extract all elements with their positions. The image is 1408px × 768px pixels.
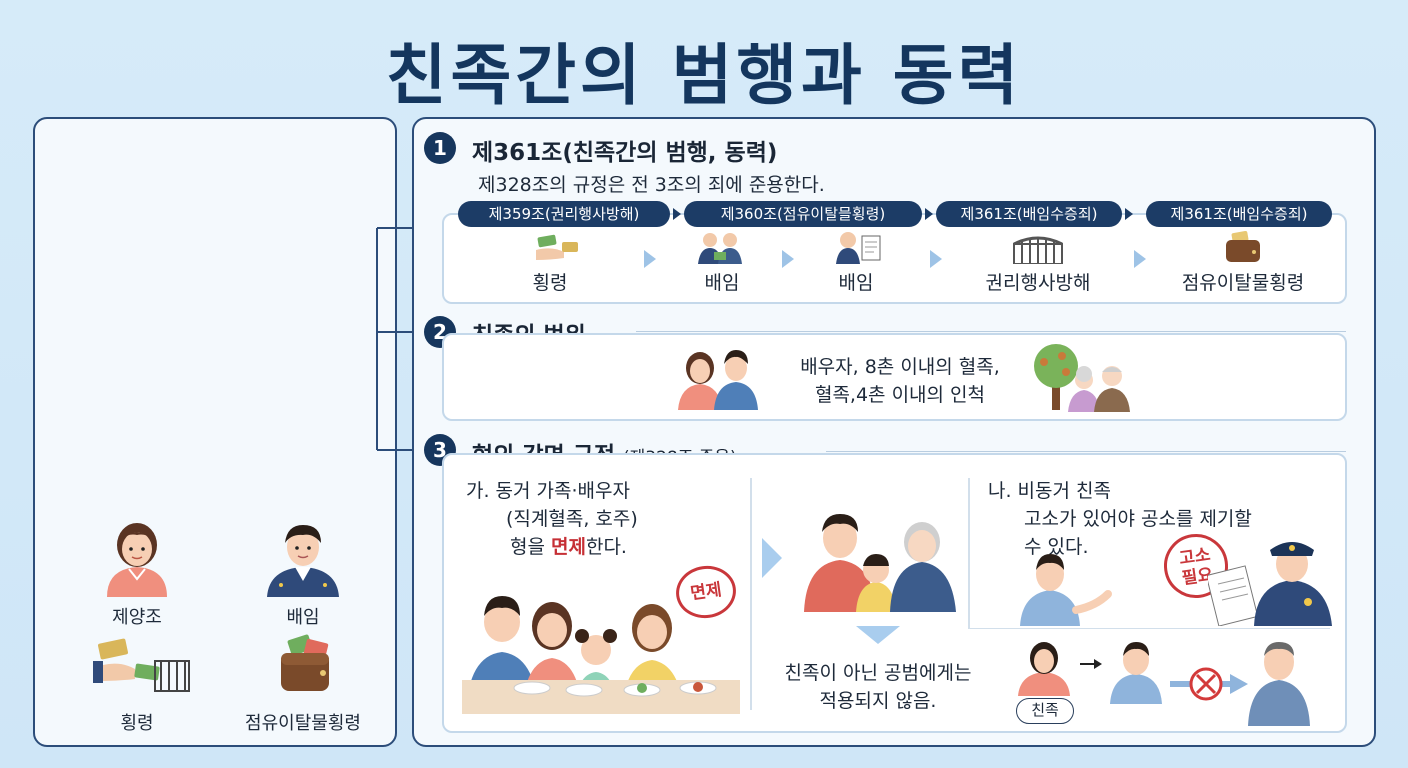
column-divider [750,478,752,710]
section-number-badge: 1 [424,132,456,164]
section1-subtitle: 제328조의 규정은 전 3조의 죄에 준용한다. [478,174,825,196]
man-uniform-icon [267,525,339,597]
arrow-right-icon [1080,659,1102,669]
man-gesturing-icon [1020,554,1112,626]
step-label: 횡령 [532,272,568,294]
wallet-icon [281,634,329,691]
clause-a-line2: (직계혈족, 호주) [506,508,638,530]
kin-scope-line1: 배우자, 8촌 이내의 혈족, [800,356,1000,378]
family-group-icon [804,514,956,612]
step-label: 권리행사방해 [985,272,1091,294]
clause-a-line1: 가. 동거 가족·배우자 [466,480,630,502]
step-arrow-icon [930,250,942,268]
man-document-icon [836,232,881,264]
clause-b-line3: 수 있다. [1024,536,1089,558]
couple-icon [678,350,758,410]
businessmen-icon [698,233,742,264]
flow-arrow-icon [762,538,782,578]
page-title: 친족간의 범행과 동력 [385,37,1023,114]
step-label: 배임 [838,272,874,294]
left-item-label: 점유이탈물횡령 [245,713,361,734]
step-label: 배임 [704,272,740,294]
article-pill: 제361조(배임수증죄) [1146,201,1332,227]
clause-b-line2: 고소가 있어야 공소를 제기할 [1024,508,1252,530]
police-officer-icon [1208,542,1332,626]
family-tree-icon [1034,344,1130,412]
section-divider [826,451,1346,452]
left-panel: 제양조 배임 횡령 점유이탈물횡령 [33,117,397,747]
section1-box [442,213,1347,304]
step-arrow-icon [1134,250,1146,268]
clause-a-post: 한다. [585,536,627,558]
money-handover-icon [93,638,190,692]
note-line2: 적용되지 않음. [819,690,937,712]
section-divider [636,331,1346,332]
article-pill: 제361조(배임수증죄) [936,201,1122,227]
column-divider [968,478,970,628]
article-pill: 제359조(권리행사방해) [458,201,670,227]
left-item-label: 제양조 [112,607,162,628]
section2-box [442,333,1347,421]
relative-tag: 친족 [1016,698,1074,724]
money-handover-icon [536,234,578,260]
clause-b-line1: 나. 비동거 친족 [988,480,1111,502]
clause-a-pre: 형을 [510,536,551,558]
accomplice-person-icon [1110,642,1162,704]
note-line1: 친족이 아닌 공범에게는 [784,662,972,684]
pill-arrow-icon [1125,208,1133,220]
step-arrow-icon [644,250,656,268]
article-pill: 제360조(점유이탈믈횡령) [684,201,922,227]
family-dinner-icon [462,596,740,714]
step-label: 점유이탈물횡령 [1181,272,1305,294]
not-applicable-icon [1170,667,1248,701]
row-divider [968,628,1330,629]
kin-scope-line2: 혈족,4촌 이내의 인척 [814,384,986,406]
older-man-icon [1248,642,1310,726]
clause-a-line3: 형을 면제한다. [510,534,627,560]
relative-person-icon [1018,642,1070,696]
clause-a-exempt: 면제 [551,536,586,558]
section1-title: 제361조(친족간의 범행, 동력) [472,140,778,166]
left-item-label: 배임 [286,607,320,628]
flow-down-arrow-icon [856,626,900,644]
woman-icon [107,523,167,597]
gate-icon [1013,236,1063,264]
wallet-icon [1226,231,1260,262]
step-arrow-icon [782,250,794,268]
pill-arrow-icon [925,208,933,220]
pill-arrow-icon [673,208,681,220]
left-item-label: 횡령 [120,713,154,734]
